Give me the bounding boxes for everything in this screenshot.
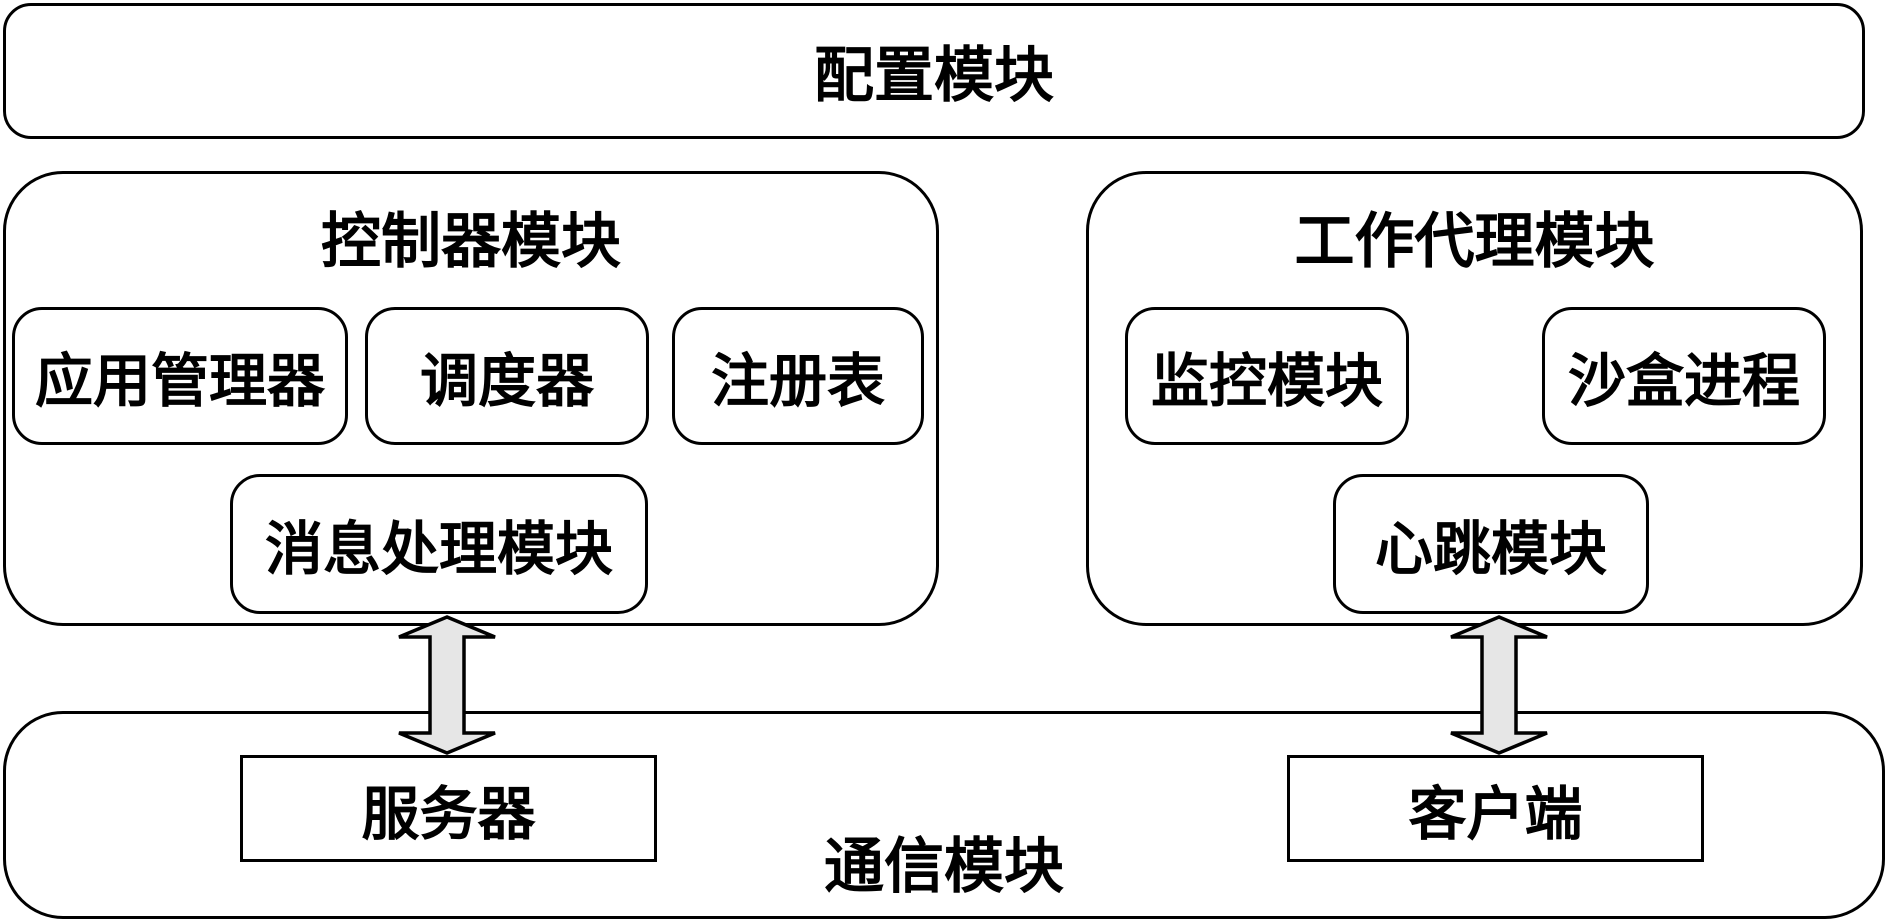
controller-module-title: 控制器模块: [321, 207, 621, 277]
controller-server-double-arrow: [398, 615, 496, 755]
server-box: 服务器: [240, 755, 657, 862]
scheduler: 调度器: [365, 307, 649, 445]
config-module-title: 配置模块: [814, 41, 1054, 111]
controller-server-arrow-shape: [398, 615, 496, 755]
sandbox-process: 沙盒进程: [1542, 307, 1826, 445]
monitoring-module: 监控模块: [1125, 307, 1409, 445]
message-handler-module: 消息处理模块: [230, 474, 648, 614]
heartbeat-module: 心跳模块: [1333, 474, 1649, 614]
worker-agent-module-title: 工作代理模块: [1294, 207, 1655, 277]
heartbeat-client-double-arrow: [1450, 615, 1548, 755]
registry: 注册表: [672, 307, 924, 445]
application-manager: 应用管理器: [12, 307, 348, 445]
heartbeat-client-arrow-shape: [1450, 615, 1548, 755]
client-box: 客户端: [1287, 755, 1704, 862]
communication-module-title: 通信模块: [824, 832, 1064, 902]
config-module: 配置模块: [3, 3, 1865, 139]
